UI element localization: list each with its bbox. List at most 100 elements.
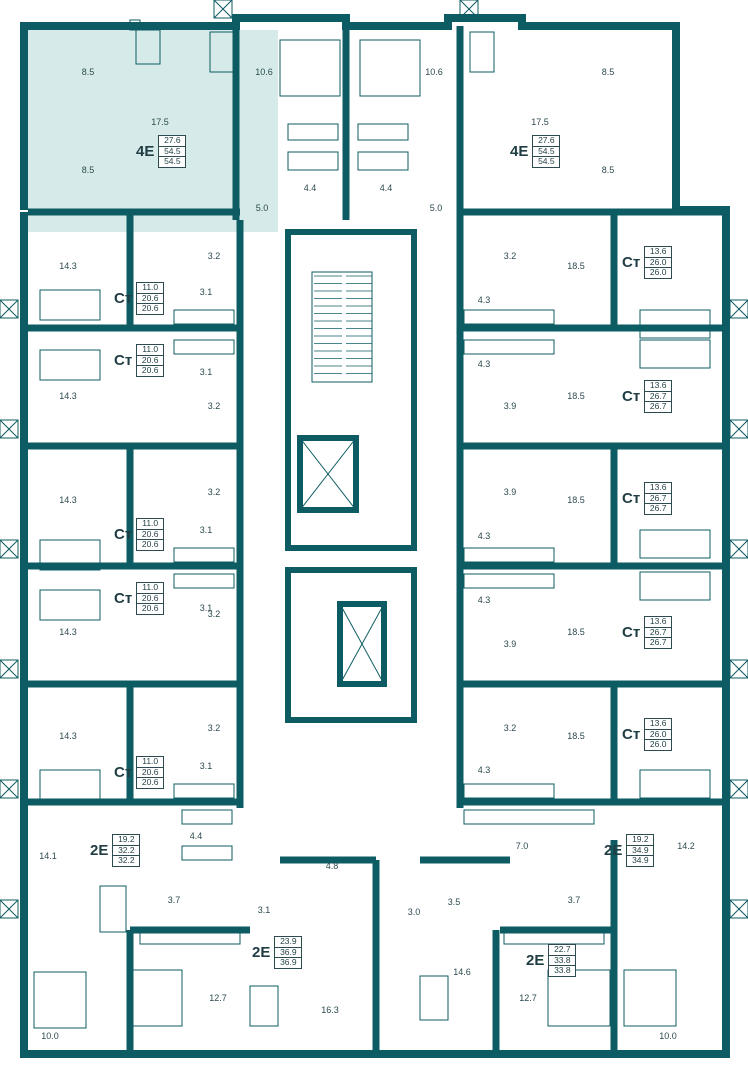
room-area-label: 3.9 [503, 639, 517, 649]
room-area-label: 5.0 [255, 203, 269, 213]
room-area-label: 8.5 [81, 165, 95, 175]
furniture-piece [39, 769, 101, 801]
furniture-piece [181, 845, 233, 861]
room-area-label: 14.6 [453, 967, 471, 977]
furniture-piece [39, 289, 101, 321]
room-area-label: 3.1 [199, 603, 213, 613]
living-area: 23.9 [275, 936, 302, 948]
room-area-label: 4.4 [303, 183, 317, 193]
total-area: 26.7 [645, 493, 672, 504]
furniture-piece [173, 339, 235, 355]
unit-code: Ст [622, 489, 641, 507]
room-area-label: 18.5 [567, 261, 585, 271]
furniture-piece [463, 339, 555, 355]
total-area: 36.9 [275, 947, 302, 958]
furniture-piece [469, 31, 495, 73]
window-marker [0, 419, 19, 439]
window-marker [0, 779, 19, 799]
room-area-label: 3.2 [207, 609, 221, 619]
window-marker [729, 419, 748, 439]
room-area-label: 3.1 [199, 367, 213, 377]
room-area-label: 14.3 [59, 261, 77, 271]
unit-code: Ст [114, 763, 133, 781]
total-area: 54.5 [533, 146, 560, 157]
window-marker [0, 539, 19, 559]
room-area-label: 3.1 [257, 905, 271, 915]
room-area-label: 4.3 [477, 295, 491, 305]
total-area-with-balcony: 54.5 [538, 156, 555, 166]
room-area-label: 17.5 [151, 117, 169, 127]
furniture-piece [623, 969, 677, 1027]
total-area: 20.6 [137, 355, 164, 366]
total-area: 33.8 [549, 955, 576, 966]
furniture-piece [173, 309, 235, 325]
room-area-label: 18.5 [567, 731, 585, 741]
furniture-piece [173, 573, 235, 589]
furniture-piece [39, 349, 101, 381]
room-area-label: 12.7 [209, 993, 227, 1003]
furniture-piece [463, 309, 555, 325]
furniture-piece [547, 969, 611, 1027]
furniture-piece [131, 969, 183, 1027]
room-area-label: 8.5 [601, 165, 615, 175]
furniture-piece [39, 589, 101, 621]
room-area-label: 10.0 [659, 1031, 677, 1041]
room-area-label: 4.3 [477, 765, 491, 775]
room-area-label: 4.3 [477, 531, 491, 541]
unit-code: Ст [114, 589, 133, 607]
window-marker [0, 899, 19, 919]
room-area-label: 4.4 [189, 831, 203, 841]
room-area-label: 4.4 [379, 183, 393, 193]
total-area: 20.6 [137, 529, 164, 540]
unit-code: Ст [114, 525, 133, 543]
room-area-label: 14.3 [59, 391, 77, 401]
living-area: 19.2 [113, 834, 140, 846]
total-area-with-balcony: 26.7 [649, 637, 667, 647]
unit-code: 4E [510, 142, 529, 160]
total-area: 26.7 [645, 627, 672, 638]
room-area-label: 3.9 [503, 487, 517, 497]
furniture-piece [129, 19, 141, 31]
unit-code: Ст [114, 289, 133, 307]
total-area-with-balcony: 32.2 [118, 855, 135, 865]
total-area: 34.9 [627, 845, 654, 856]
furniture-piece [279, 39, 341, 97]
window-marker [213, 0, 233, 19]
furniture-piece [209, 31, 235, 73]
room-area-label: 3.1 [199, 761, 213, 771]
furniture-piece [357, 151, 409, 171]
unit-code: Ст [622, 253, 641, 271]
furniture-piece [419, 975, 449, 1021]
furniture-piece [639, 769, 711, 799]
furniture-piece [463, 573, 555, 589]
room-area-label: 14.2 [677, 841, 695, 851]
living-area: 11.0 [137, 582, 164, 594]
window-marker [729, 539, 748, 559]
unit-code: Ст [114, 351, 133, 369]
furniture-piece [181, 809, 233, 825]
living-area: 13.6 [645, 380, 672, 392]
living-area: 22.7 [549, 944, 576, 956]
total-area-with-balcony: 26.0 [649, 267, 667, 277]
unit-code: Ст [622, 387, 641, 405]
room-area-label: 7.0 [515, 841, 529, 851]
room-area-label: 18.5 [567, 495, 585, 505]
highlighted-apartment[interactable] [28, 30, 278, 232]
